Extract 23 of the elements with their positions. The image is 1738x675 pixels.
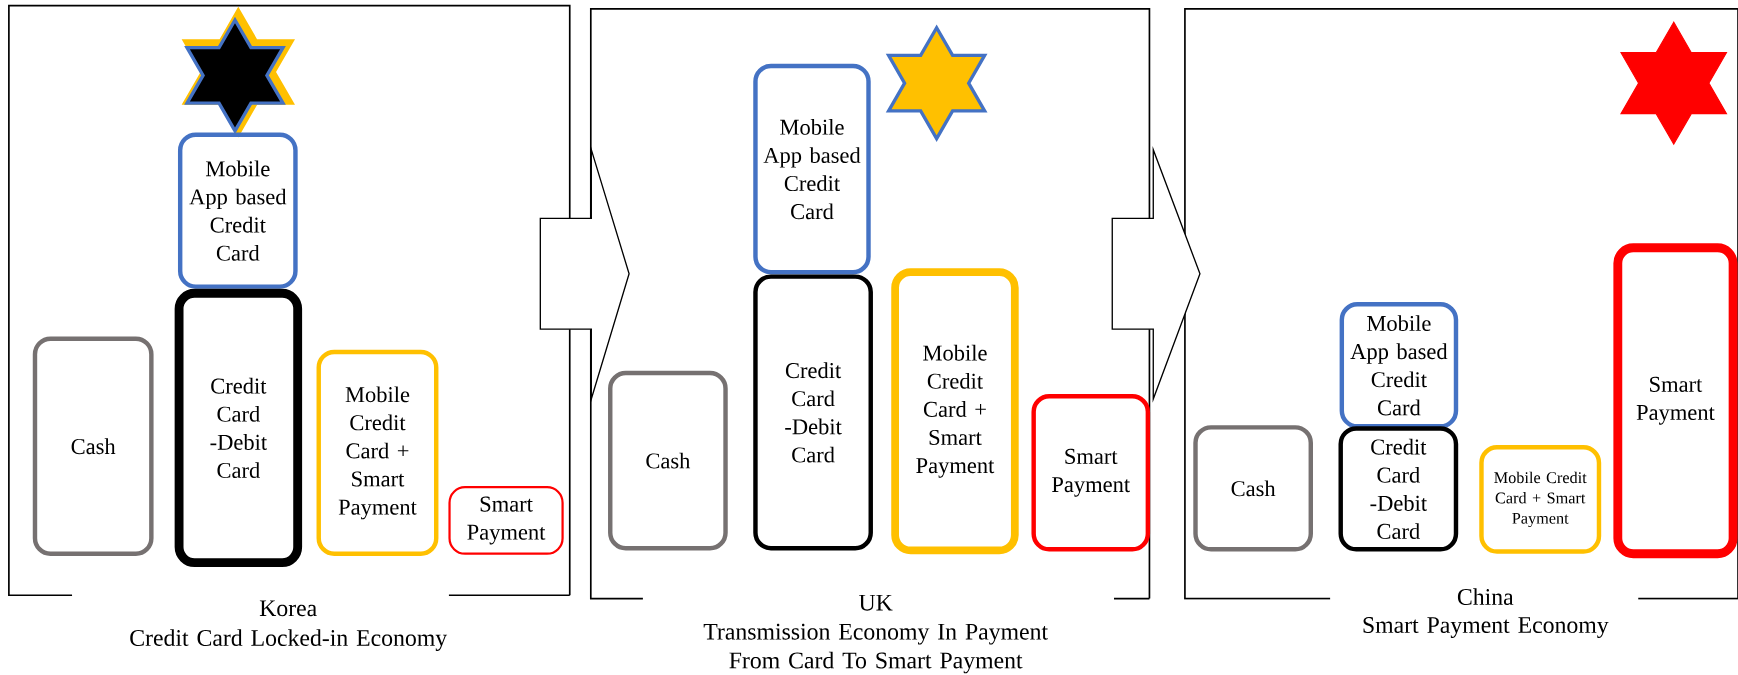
country-name: China: [1457, 588, 1514, 605]
panel-caption: Credit Card Locked-in Economy: [130, 629, 448, 651]
payment-box: Credit Card -Debit Card: [1338, 426, 1459, 552]
payment-box: Mobile App based Credit Card: [1339, 302, 1459, 429]
payment-box: Mobile Credit Card + Smart Payment: [891, 268, 1019, 555]
block-arrow: [539, 145, 630, 404]
payment-box: Mobile Credit Card + Smart Payment: [1479, 445, 1602, 554]
payment-box: Cash: [1193, 425, 1313, 552]
payment-box: Credit Card -Debit Card: [753, 274, 873, 551]
payment-box: Mobile App based Credit Card: [753, 63, 871, 275]
panel-caption: Smart Payment Economy: [1363, 617, 1609, 638]
payment-box: Credit Card -Debit Card: [174, 288, 303, 567]
payment-box: Smart Payment: [448, 486, 564, 555]
payment-box: Cash: [32, 336, 154, 556]
panel-caption: Transmission Economy In Payment From Card To Smart Payment: [703, 623, 1048, 674]
payment-box: Cash: [608, 370, 728, 551]
country-name: UK: [859, 594, 893, 611]
payment-box: Mobile App based Credit Card: [177, 132, 298, 289]
country-name: Korea: [259, 600, 317, 617]
payment-box: Mobile Credit Card + Smart Payment: [316, 349, 439, 556]
payment-box: Smart Payment: [1613, 243, 1738, 559]
block-arrow: [1111, 146, 1201, 403]
payment-box: Smart Payment: [1031, 394, 1151, 552]
